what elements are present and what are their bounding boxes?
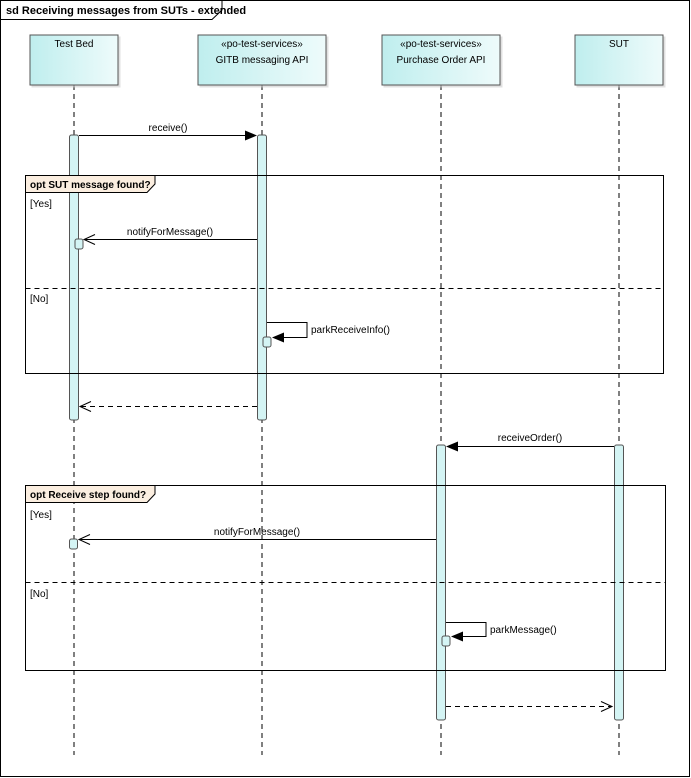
message-notify2-label: notifyForMessage() [214, 527, 300, 538]
lifeline-name-test-bed: Test Bed [55, 39, 94, 50]
lifeline-name-gitb-api: GITB messaging API [216, 55, 309, 66]
lifeline-gitb-api: «po-test-services» GITB messaging API [197, 34, 327, 86]
activation-gitb-api [257, 134, 267, 421]
message-park-message-label: parkMessage() [490, 625, 557, 636]
activation-notify1 [74, 238, 84, 250]
lifeline-test-bed: Test Bed [29, 34, 119, 86]
frame-title-tab [0, 0, 223, 20]
lifeline-name-po-api: Purchase Order API [397, 55, 486, 66]
message-return-po [446, 701, 614, 712]
message-park-message: parkMessage() [446, 622, 557, 642]
activation-park-message [441, 635, 451, 647]
fragment-opt1-guard-no: [No] [30, 294, 49, 305]
fragment-opt1-title: opt SUT message found? [30, 180, 151, 191]
activation-park-receive [262, 336, 272, 348]
message-receive-order-label: receiveOrder() [498, 433, 562, 444]
lifeline-po-api: «po-test-services» Purchase Order API [381, 34, 501, 86]
message-notify1: notifyForMessage() [82, 227, 257, 245]
fragment-opt2: opt Receive step found? [Yes] [No] [25, 485, 666, 671]
message-receive-label: receive() [149, 123, 188, 134]
message-return-gitb [78, 401, 257, 412]
fragment-opt2-guard-yes: [Yes] [30, 510, 52, 521]
lifeline-stereotype-po-api: «po-test-services» [400, 39, 482, 50]
fragment-opt1-guard-yes: [Yes] [30, 199, 52, 210]
activation-test-bed [69, 134, 79, 421]
message-receive: receive() [79, 123, 257, 141]
fragment-opt2-guard-no: [No] [30, 589, 49, 600]
message-park-receive: parkReceiveInfo() [267, 322, 390, 343]
frame-title: sd Receiving messages from SUTs - extend… [6, 5, 246, 17]
activation-notify2 [69, 538, 78, 550]
lifeline-stereotype-gitb-api: «po-test-services» [221, 39, 303, 50]
lifeline-sut: SUT [574, 34, 664, 86]
fragment-opt1: opt SUT message found? [Yes] [No] [25, 175, 664, 374]
message-notify2: notifyForMessage() [77, 527, 436, 545]
lifeline-name-sut: SUT [609, 39, 629, 50]
message-park-receive-label: parkReceiveInfo() [311, 325, 390, 336]
message-notify1-label: notifyForMessage() [127, 227, 213, 238]
message-receive-order: receiveOrder() [446, 433, 614, 452]
fragment-opt2-title: opt Receive step found? [30, 490, 146, 501]
